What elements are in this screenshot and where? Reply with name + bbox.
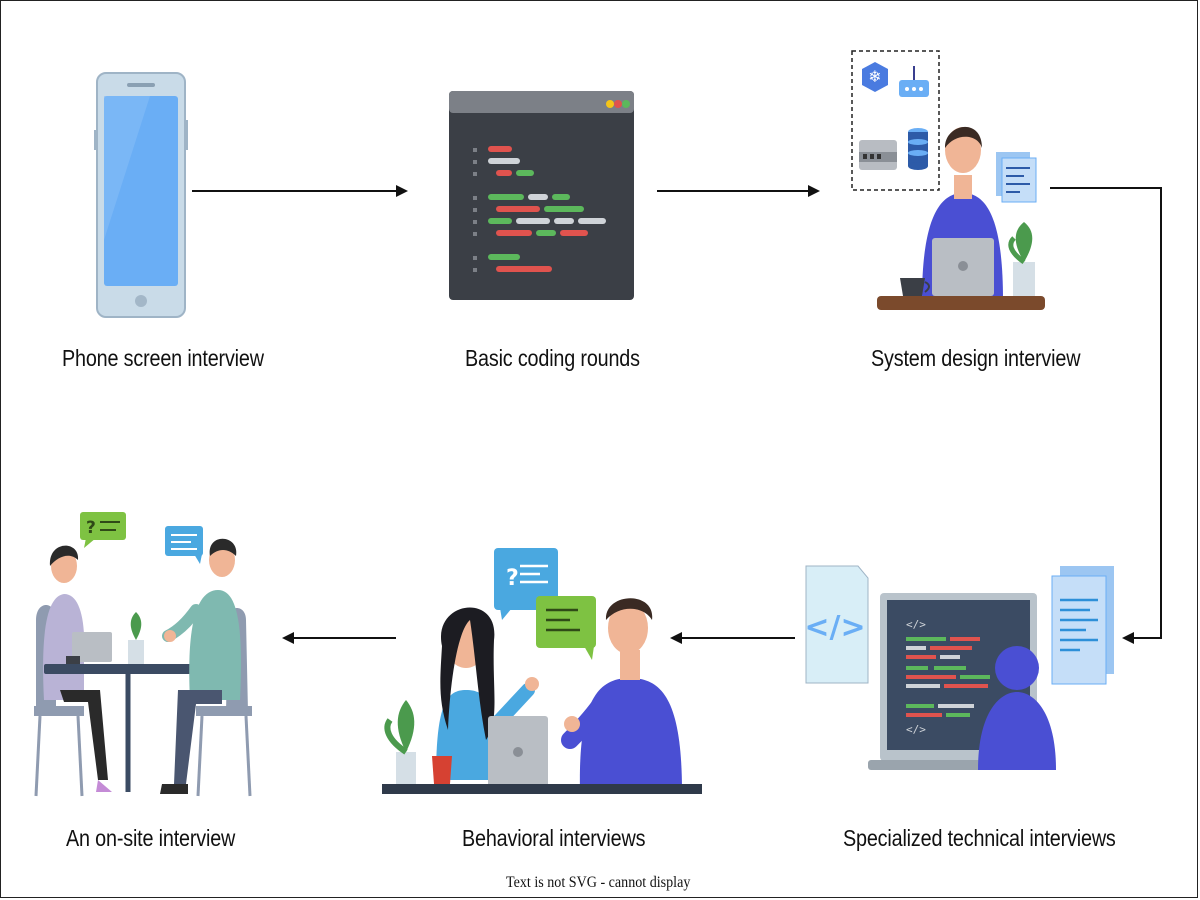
svg-text:</>: </> [906, 618, 926, 631]
step-label-coding-rounds: Basic coding rounds [465, 345, 640, 371]
step-label-onsite: An on-site interview [66, 825, 236, 851]
svg-text:❄: ❄ [868, 67, 881, 86]
arrow-system-to-specialized [1050, 187, 1162, 644]
svg-fallback-note: Text is not SVG - cannot display [506, 874, 691, 891]
step-label-behavioral: Behavioral interviews [462, 825, 646, 851]
svg-text:</>: </> [804, 610, 865, 645]
meeting-table-icon: ? [34, 512, 252, 797]
step-label-phone-screen: Phone screen interview [62, 345, 264, 371]
step-label-system-design: System design interview [871, 345, 1081, 371]
smartphone-icon [94, 72, 188, 318]
step-label-specialized: Specialized technical interviews [843, 825, 1116, 851]
svg-text:?: ? [506, 566, 519, 591]
developer-at-desk-icon: ❄ [851, 50, 1045, 310]
conversation-icon: ? [382, 548, 702, 794]
code-editor-icon [449, 91, 634, 300]
svg-text:?: ? [86, 518, 96, 538]
svg-text:</>: </> [906, 723, 926, 736]
laptop-code-icon: </> </> </> [804, 565, 1114, 770]
